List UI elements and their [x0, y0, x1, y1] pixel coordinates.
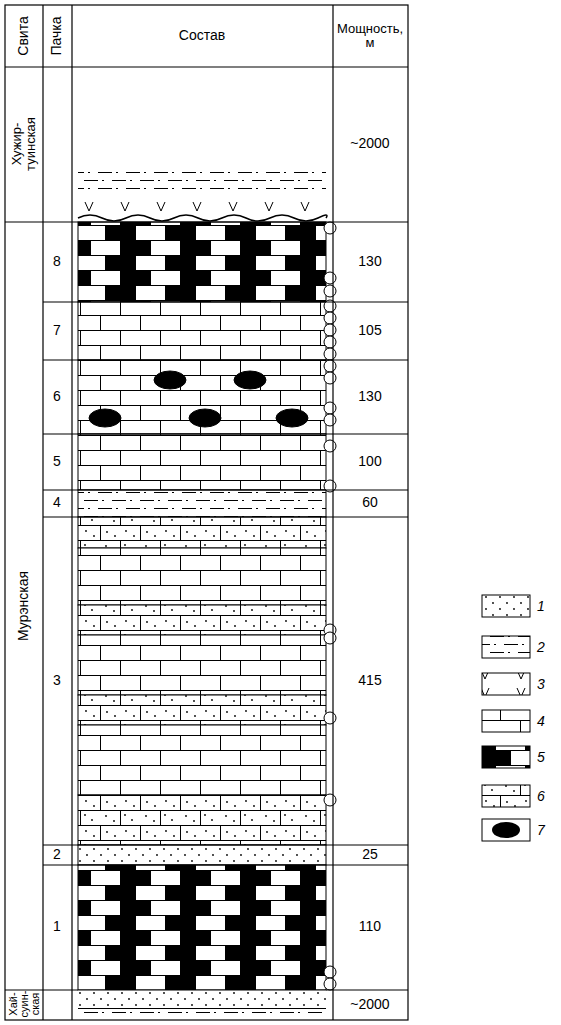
legend-swatch-box: [482, 710, 530, 732]
thickness-value: 105: [335, 323, 405, 338]
pack-number: 1: [44, 919, 70, 934]
legend-swatch-box: [482, 673, 530, 695]
pack-number: 6: [44, 389, 70, 404]
legend-number: 4: [537, 714, 545, 728]
header-cell: Мощность, м: [334, 22, 406, 51]
pack-number: 4: [44, 495, 70, 510]
thickness-value: 25: [335, 847, 405, 862]
suite-name: Мурэнская: [16, 506, 31, 706]
thickness-value: 110: [335, 919, 405, 934]
legend-swatch-box: [482, 746, 530, 768]
legend-number: 6: [537, 789, 545, 803]
legend-swatch-box: [482, 819, 530, 841]
legend-number: 7: [537, 823, 545, 837]
pack-number: 8: [44, 254, 70, 269]
header-cell: Пачка: [49, 7, 64, 65]
header-cell: Состав: [82, 28, 322, 43]
legend-swatch: [482, 673, 530, 695]
thickness-value: ~2000: [335, 997, 405, 1012]
concretion-symbol: [492, 822, 520, 838]
legend-swatch: [482, 710, 530, 732]
thickness-value: 130: [335, 254, 405, 269]
legend: [482, 595, 530, 841]
pack-number: 7: [44, 323, 70, 338]
suite-name: Хай- суин- ская: [8, 987, 41, 1021]
header-cell: Свита: [16, 7, 31, 65]
table-grid: [5, 5, 408, 1020]
legend-swatch: [482, 746, 530, 768]
legend-number: 5: [537, 750, 545, 764]
legend-number: 1: [537, 599, 545, 613]
pack-number: 2: [44, 847, 70, 862]
thickness-value: 130: [335, 389, 405, 404]
legend-swatch: [482, 785, 530, 807]
fossil-symbols: [324, 222, 336, 990]
thickness-value: 60: [335, 495, 405, 510]
pack-number: 3: [44, 673, 70, 688]
thickness-value: 415: [335, 673, 405, 688]
legend-number: 3: [537, 677, 545, 691]
suite-name: Хужир- туинская: [10, 109, 39, 179]
legend-swatch-box: [482, 595, 530, 617]
legend-swatch: [482, 819, 530, 841]
thickness-value: 100: [335, 454, 405, 469]
legend-swatch: [482, 636, 530, 658]
thickness-value: ~2000: [335, 136, 405, 151]
legend-swatch: [482, 595, 530, 617]
legend-swatch-box: [482, 785, 530, 807]
legend-swatch-box: [482, 636, 530, 658]
lithology-column: [78, 165, 327, 1020]
pack-number: 5: [44, 454, 70, 469]
legend-number: 2: [537, 640, 545, 654]
